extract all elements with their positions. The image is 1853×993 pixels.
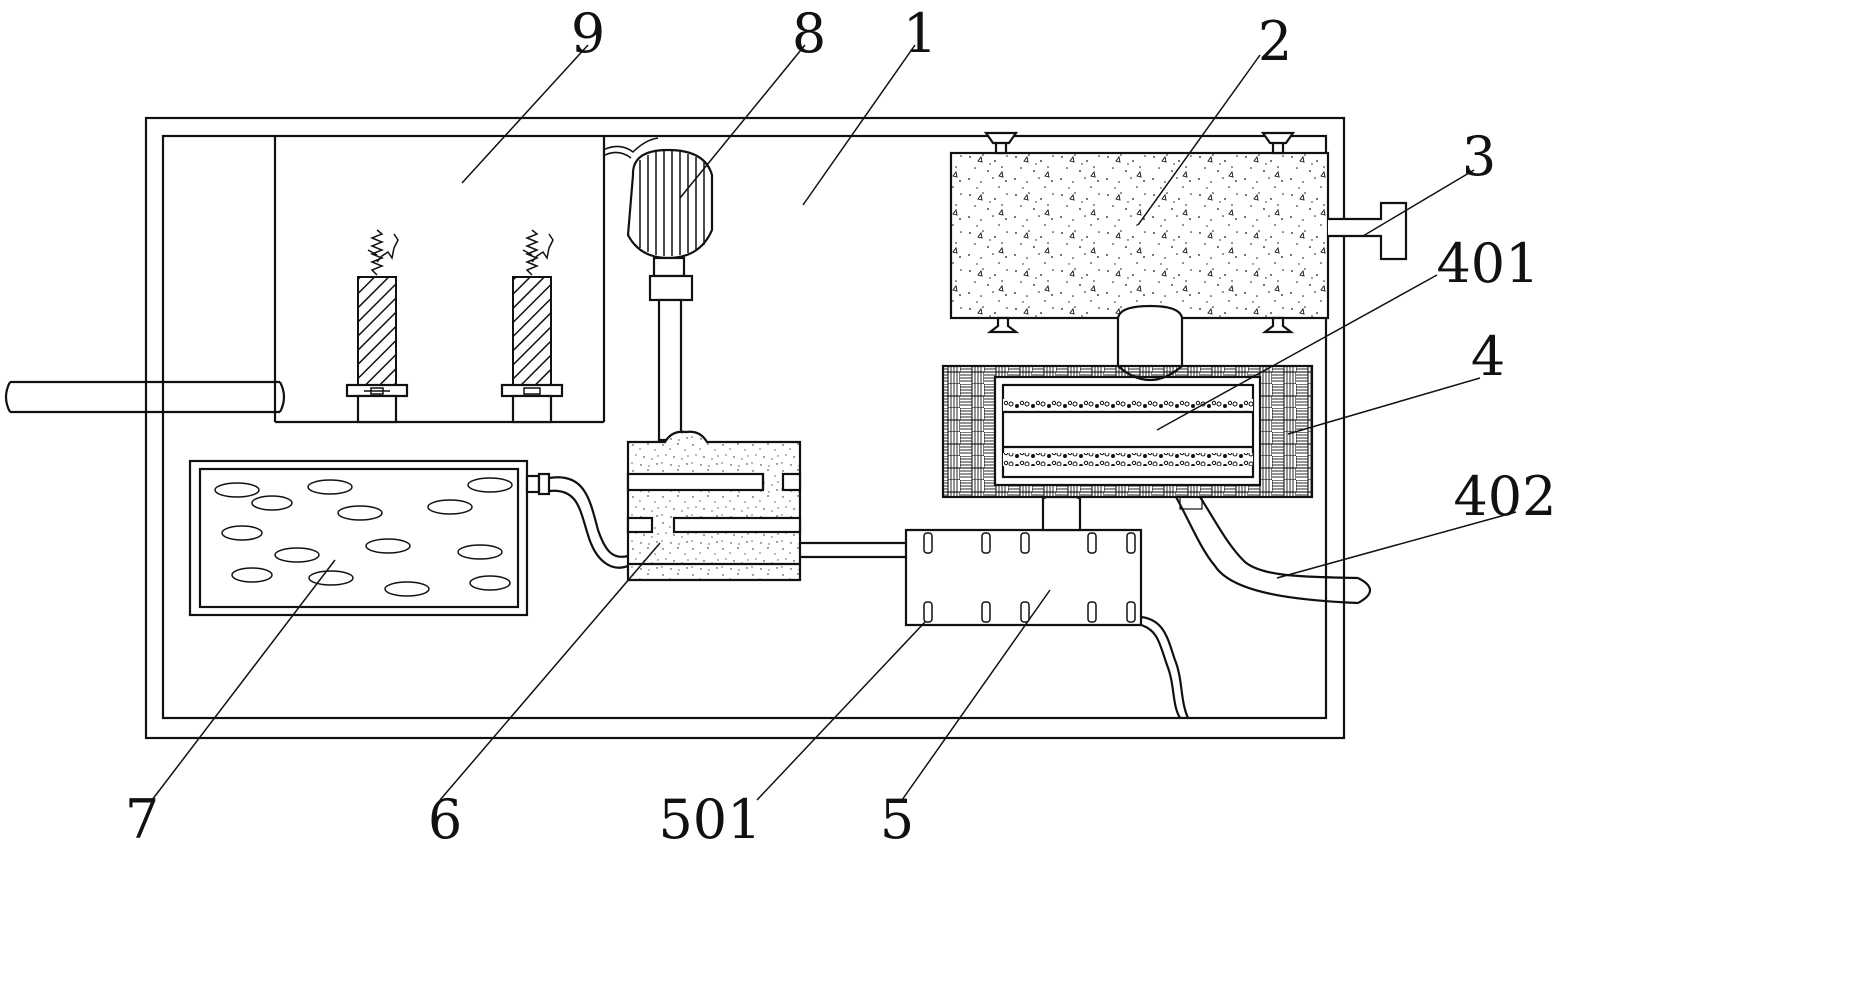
- numeral-5: 5: [880, 788, 914, 851]
- connector-4-5: [1041, 493, 1082, 532]
- numeral-402: 402: [1453, 465, 1556, 528]
- numeral-6: 6: [428, 788, 462, 851]
- numeral-3: 3: [1462, 125, 1496, 188]
- reservoir-2: [949, 131, 1330, 389]
- numeral-4: 4: [1471, 325, 1505, 388]
- tank-7: [188, 459, 551, 617]
- pipe-mixer-manifold: [800, 541, 906, 559]
- numeral-501: 501: [658, 788, 761, 851]
- filter-4: [941, 364, 1314, 499]
- electrode-right: [500, 229, 564, 424]
- numeral-2: 2: [1258, 10, 1292, 73]
- leader-lines: [151, 44, 1517, 801]
- inlet-pipe: [4, 380, 286, 414]
- numeral-9: 9: [571, 2, 605, 65]
- drain-hose-402: [1175, 496, 1372, 605]
- nozzles-501: [923, 532, 1136, 623]
- chamber-9: [273, 136, 606, 424]
- hose-tank-mixer: [548, 476, 629, 569]
- filter-element-401: [1003, 399, 1253, 466]
- numeral-401: 401: [1436, 232, 1539, 295]
- numeral-1: 1: [903, 2, 937, 65]
- manifold-5: [904, 528, 1190, 719]
- numeral-7: 7: [125, 788, 159, 851]
- numeral-8: 8: [792, 2, 826, 65]
- mixer-6: [626, 430, 802, 582]
- outlet-3: [1328, 201, 1408, 261]
- electrode-left: [345, 229, 409, 424]
- reference-numerals: 9 8 1 2 3 401 4 402 7 6 501 5: [125, 2, 1557, 851]
- motor-8: [602, 137, 714, 442]
